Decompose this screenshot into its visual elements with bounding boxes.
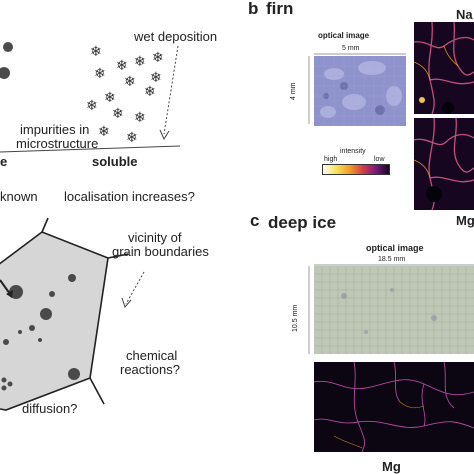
panel-title-firn: firn bbox=[266, 0, 294, 18]
scale-bar bbox=[314, 264, 474, 266]
snowflake-icon: ❄ bbox=[126, 129, 138, 145]
known-label: known bbox=[0, 189, 38, 204]
element-label-mg: Mg bbox=[382, 459, 401, 474]
arrow bbox=[121, 297, 132, 308]
legend-high: high bbox=[324, 156, 338, 163]
element-label-na: Na bbox=[456, 7, 473, 22]
particle bbox=[18, 330, 22, 334]
snowflake-icon: ❄ bbox=[134, 53, 146, 69]
snowflake-icon: ❄ bbox=[94, 65, 106, 81]
impurities-label: microstructure bbox=[16, 136, 99, 151]
particle bbox=[1, 377, 7, 383]
scale-bar bbox=[314, 53, 406, 55]
optical-image-label: optical image bbox=[366, 243, 424, 253]
snowflake-icon: ❄ bbox=[112, 105, 124, 121]
snowflake-icon: ❄ bbox=[86, 97, 98, 113]
particle bbox=[7, 381, 13, 387]
particle bbox=[9, 285, 23, 299]
particle bbox=[49, 291, 55, 297]
particle bbox=[1, 385, 7, 391]
particle bbox=[68, 368, 80, 380]
chemical-reactions-label: reactions? bbox=[120, 362, 180, 377]
particle bbox=[29, 325, 35, 331]
panel-letter-b: b bbox=[248, 0, 259, 18]
scale-bar bbox=[308, 56, 310, 124]
snowflake-icon: ❄ bbox=[152, 49, 164, 65]
diffusion-label: diffusion? bbox=[22, 401, 78, 416]
grain-boundary bbox=[89, 377, 105, 405]
element-label-mg: Mg bbox=[456, 213, 474, 228]
insoluble-particles bbox=[0, 42, 13, 79]
snowflake-icon: ❄ bbox=[98, 123, 110, 139]
particle bbox=[0, 67, 10, 79]
scale-horizontal: 18.5 mm bbox=[378, 256, 406, 263]
scale-vertical: 10.5 mm bbox=[292, 304, 299, 332]
particle bbox=[3, 339, 9, 345]
vicinity-arrow bbox=[125, 271, 145, 305]
grain-shape bbox=[0, 231, 109, 411]
arrow bbox=[0, 279, 11, 295]
na-map bbox=[413, 21, 474, 115]
particle bbox=[38, 338, 42, 342]
scale-vertical: 4 mm bbox=[290, 82, 297, 101]
intensity-colorbar bbox=[322, 164, 390, 175]
grain-boundary bbox=[107, 253, 129, 259]
mg-map bbox=[413, 117, 474, 211]
scale-bar bbox=[308, 266, 310, 354]
firn-optical-image bbox=[314, 56, 406, 126]
soluble-label: soluble bbox=[92, 154, 138, 169]
legend-low: low bbox=[374, 156, 385, 163]
snowflake-icon: ❄ bbox=[134, 109, 146, 125]
snowflake-icon: ❄ bbox=[124, 73, 136, 89]
particle bbox=[68, 274, 76, 282]
particle bbox=[3, 42, 13, 52]
snowflake-icon: ❄ bbox=[104, 89, 116, 105]
vicinity-label: vicinity of bbox=[128, 230, 182, 245]
legend-title: intensity bbox=[340, 148, 366, 155]
panel-title-deep-ice: deep ice bbox=[268, 213, 337, 232]
deep-ice-mg-map bbox=[313, 361, 474, 453]
snowflake-cluster: ❄ ❄ ❄ ❄ ❄ ❄ ❄ ❄ ❄ ❄ ❄ ❄ ❄ ❄ bbox=[82, 38, 172, 148]
panel-letter-c: c bbox=[250, 211, 260, 230]
optical-image-label: optical image bbox=[318, 31, 370, 40]
impurities-label: impurities in bbox=[20, 122, 90, 137]
vicinity-label: grain boundaries bbox=[112, 244, 209, 259]
grain-diagram bbox=[0, 217, 145, 411]
arrow bbox=[6, 290, 13, 298]
snowflake-icon: ❄ bbox=[90, 43, 102, 59]
wet-deposition-label: wet deposition bbox=[134, 29, 218, 44]
insoluble-label: e bbox=[0, 154, 8, 169]
wet-deposition-arrow bbox=[159, 45, 179, 141]
localisation-label: localisation increases? bbox=[64, 189, 195, 204]
particle bbox=[40, 308, 52, 320]
deep-ice-optical-image bbox=[314, 266, 474, 354]
snowflake-icon: ❄ bbox=[116, 57, 128, 73]
chemical-reactions-label: chemical bbox=[126, 348, 178, 363]
snowflake-icon: ❄ bbox=[144, 83, 156, 99]
surface-line bbox=[0, 145, 181, 153]
grain-boundary bbox=[41, 217, 49, 233]
scale-horizontal: 5 mm bbox=[342, 45, 360, 52]
snowflake-icon: ❄ bbox=[150, 69, 162, 85]
